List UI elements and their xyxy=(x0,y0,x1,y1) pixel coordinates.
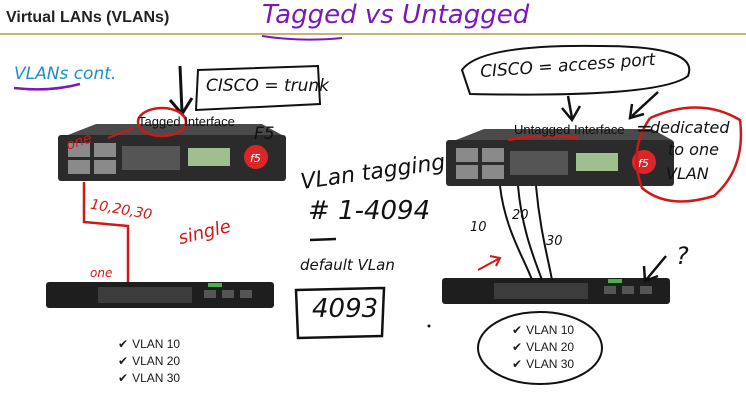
one-port-note: one xyxy=(90,266,113,280)
default-vlan-note: default VLan xyxy=(300,256,395,274)
dedicated-note-line-1: dedicated xyxy=(650,118,730,137)
right-vlan-list: ✔VLAN 10 ✔VLAN 20 ✔VLAN 30 xyxy=(512,322,574,373)
slide-title: Virtual LANs (VLANs) xyxy=(6,9,170,26)
svg-text:f5: f5 xyxy=(638,157,649,170)
f5-appliance-left: f5 xyxy=(58,124,286,181)
switch-right xyxy=(442,278,670,304)
vlan-range-note: # 1-4094 xyxy=(308,196,431,226)
title-divider xyxy=(0,33,746,35)
cisco-trunk-note: CISCO = trunk xyxy=(206,76,330,96)
checkmark-icon: ✔ xyxy=(118,371,129,385)
dedicated-note-line-3: VLAN xyxy=(666,164,709,183)
svg-text:f5: f5 xyxy=(250,152,261,165)
checkmark-icon: ✔ xyxy=(512,357,523,371)
equals-sign: = xyxy=(636,116,653,140)
untagged-interface-label: Untagged Interface xyxy=(514,122,625,137)
default-vlan-value: 4093 xyxy=(312,294,379,324)
checkmark-icon: ✔ xyxy=(118,354,129,368)
list-item: ✔VLAN 30 xyxy=(512,357,575,371)
list-item: ✔VLAN 20 xyxy=(118,354,181,368)
tagged-interface-label: Tagged Interface xyxy=(138,114,235,129)
list-item: ✔VLAN 10 xyxy=(512,323,575,337)
f5-label: F5 xyxy=(254,124,275,144)
cable-label-10: 10 xyxy=(470,220,487,235)
list-item: ✔VLAN 10 xyxy=(118,337,181,351)
dedicated-note-line-2: to one xyxy=(668,140,719,159)
handwritten-heading: Tagged vs Untagged xyxy=(262,0,530,30)
subtitle-note: VLANs cont. xyxy=(14,64,117,84)
switch-left xyxy=(46,282,274,308)
question-mark: ? xyxy=(676,242,689,270)
checkmark-icon: ✔ xyxy=(512,323,523,337)
checkmark-icon: ✔ xyxy=(118,337,129,351)
cable-label-30: 30 xyxy=(546,234,563,249)
cable-label-20: 20 xyxy=(512,208,529,223)
f5-appliance-right: f5 xyxy=(446,129,674,186)
list-item: ✔VLAN 30 xyxy=(118,371,181,385)
left-vlan-list: ✔VLAN 10 ✔VLAN 20 ✔VLAN 30 xyxy=(118,336,180,387)
checkmark-icon: ✔ xyxy=(512,340,523,354)
list-item: ✔VLAN 20 xyxy=(512,340,575,354)
